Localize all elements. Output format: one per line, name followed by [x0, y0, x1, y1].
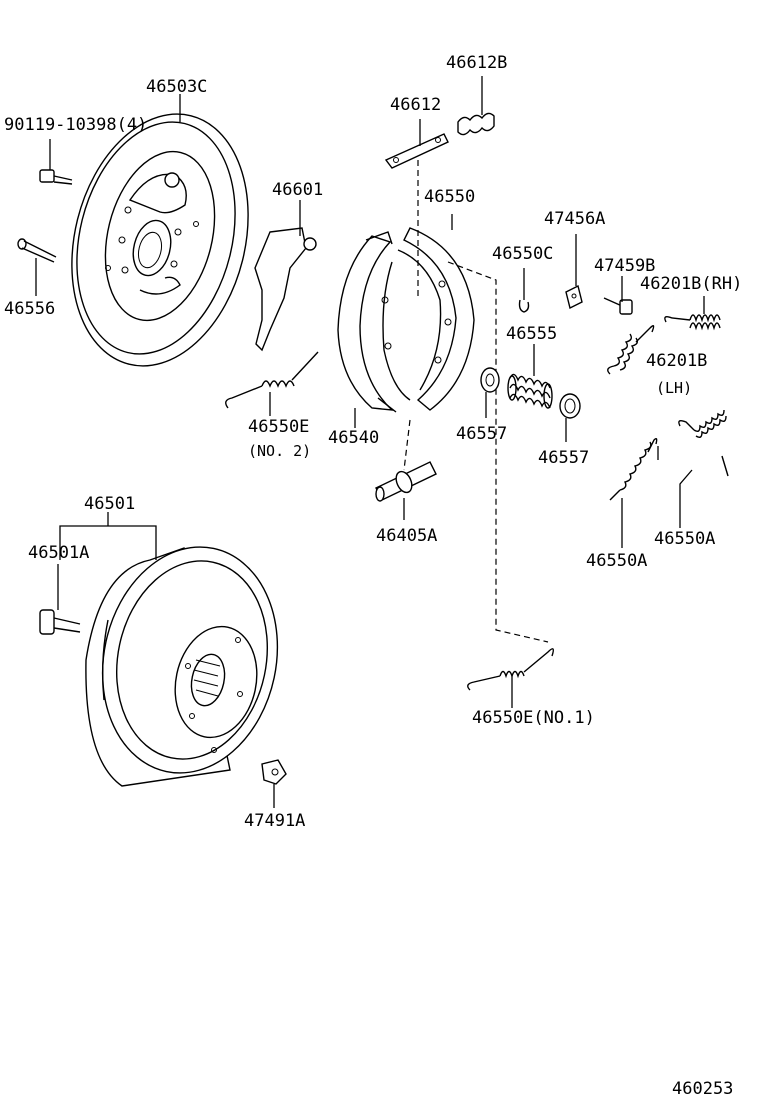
label-47491A: 47491A: [244, 811, 305, 831]
bolt-90119-10398: [39, 139, 73, 185]
label-46557-a: 46557: [456, 424, 507, 444]
spring-cup-46557-a: [480, 367, 500, 418]
bolt-46501A: [39, 564, 81, 635]
spring-cup-46557-b: [559, 393, 581, 442]
label-46555: 46555: [506, 324, 557, 344]
label-46557-b: 46557: [538, 448, 589, 468]
label-46550A-b: 46550A: [654, 529, 715, 549]
backing-plate-46503C: [71, 113, 249, 367]
label-46405A: 46405A: [376, 526, 437, 546]
label-46612B: 46612B: [446, 53, 507, 73]
label-46501A: 46501A: [28, 543, 89, 563]
label-lh: (LH): [656, 379, 692, 397]
label-46201B-rh: 46201B(RH): [640, 274, 742, 294]
label-46612: 46612: [390, 95, 441, 115]
brake-shoe-46550: [381, 214, 475, 411]
spring-46550A-b: [678, 409, 729, 528]
lever-46601: [254, 200, 317, 352]
label-46501: 46501: [84, 494, 135, 514]
washer-47456A: [565, 234, 583, 310]
label-46550: 46550: [424, 187, 475, 207]
nut-47491A: [261, 759, 287, 808]
label-46550C: 46550C: [492, 244, 553, 264]
spring-46550E-no2: [225, 351, 319, 416]
label-46550E-no2: 46550E: [248, 417, 309, 437]
spring-46612B: [457, 76, 495, 136]
strut-46612: [384, 119, 449, 169]
brake-shoe-46540: [337, 231, 397, 428]
adjuster-46405A: [375, 461, 437, 520]
label-90119-10398: 90119-10398(4): [4, 115, 147, 135]
label-46503C: 46503C: [146, 77, 207, 97]
bolt-47459B: [603, 276, 633, 315]
brake-drum-46501: [85, 546, 279, 787]
clip-46550C: [518, 268, 530, 313]
label-46550A-a: 46550A: [586, 551, 647, 571]
spring-46555: [507, 344, 553, 409]
label-no2: (NO. 2): [248, 442, 311, 460]
spring-46201B-lh: [607, 325, 655, 375]
label-46540: 46540: [328, 428, 379, 448]
spring-46550A-a: [609, 437, 659, 548]
label-47456A: 47456A: [544, 209, 605, 229]
label-47459B: 47459B: [594, 256, 655, 276]
label-46556: 46556: [4, 299, 55, 319]
pin-46556: [17, 238, 57, 296]
spring-46550E-no1: [467, 648, 555, 708]
diagram-reference-number: 460253: [672, 1079, 733, 1099]
label-46201B-lh: 46201B: [646, 351, 707, 371]
label-46601: 46601: [272, 180, 323, 200]
label-46550E-no1: 46550E(NO.1): [472, 708, 595, 728]
spring-46201B-rh: [664, 296, 721, 331]
